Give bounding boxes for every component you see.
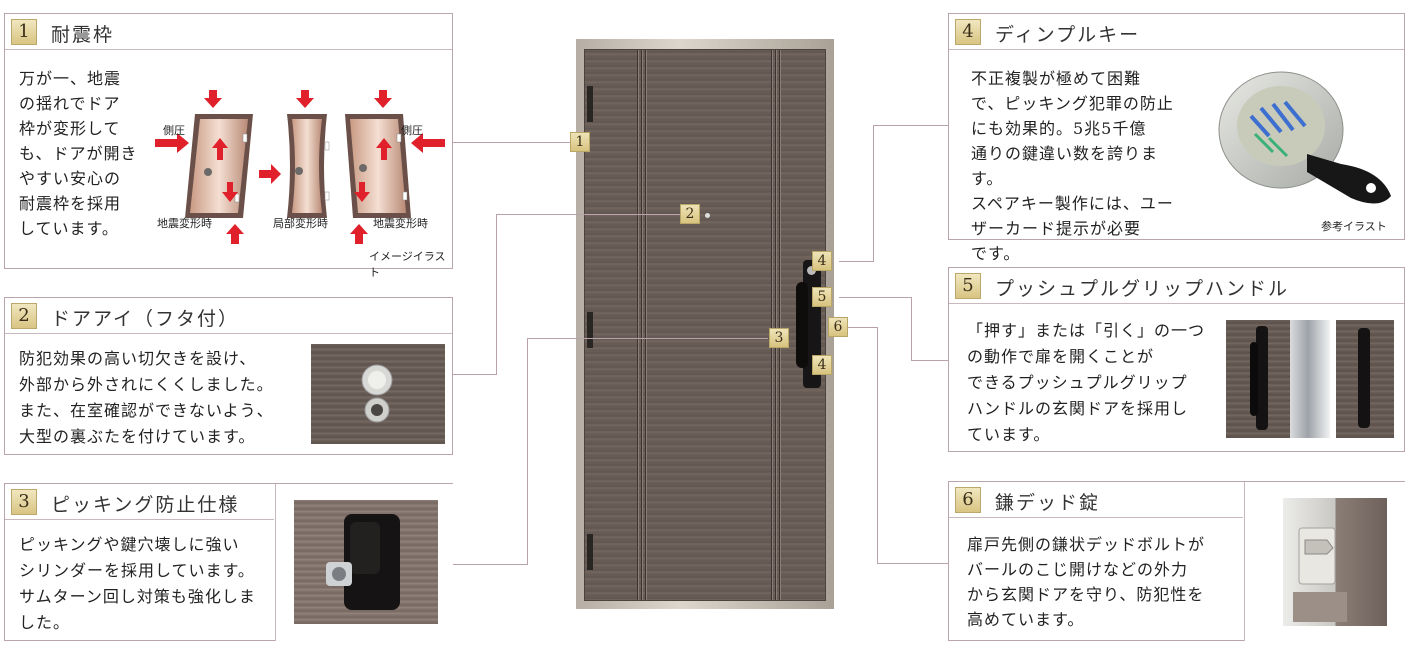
- panel-seismic-frame: 1 耐震枠 万が一、地震 の揺れでドア 枠が変形して も、ドアが開き やすい安心…: [4, 13, 453, 279]
- marker-3: 3: [769, 328, 789, 348]
- marker-2: 2: [680, 204, 700, 224]
- number-badge: 3: [11, 489, 37, 515]
- panel-description: 「押す」または「引く」の一つ の動作で扉を開くことが できるプッシュプルグリップ…: [967, 321, 1206, 444]
- panel-header: 5 プッシュプルグリップハンドル: [949, 268, 1404, 304]
- deadbolt-icon: [1293, 527, 1347, 622]
- panel-description: 不正複製が極めて困難 で、ピッキング犯罪の防止 にも効果的。5兆5千億 通りの鍵…: [971, 69, 1174, 263]
- panel-title: ドアアイ（フタ付）: [51, 308, 240, 330]
- number-badge: 2: [11, 303, 37, 329]
- marker-5: 5: [812, 287, 832, 307]
- marker-1: 1: [570, 132, 590, 152]
- deadbolt-photo: [1244, 482, 1405, 641]
- peephole: [705, 213, 710, 218]
- door-eye-icon: [361, 364, 393, 423]
- seismic-frame-diagram: [155, 90, 445, 244]
- number-badge: 4: [955, 19, 981, 45]
- number-badge: 5: [955, 273, 981, 299]
- label-quake-deform-right: 地震変形時: [373, 217, 428, 230]
- number-badge: 6: [955, 487, 981, 513]
- dimple-key-icon: [1218, 71, 1391, 204]
- door-leaf: [584, 49, 826, 601]
- panel-description: 扉戸先側の鎌状デッドボルトが バールのこじ開けなどの外力 から玄関ドアを守り、防…: [967, 535, 1206, 629]
- panel-header: 2 ドアアイ（フタ付）: [5, 298, 452, 334]
- number-badge: 1: [11, 19, 37, 45]
- label-quake-deform-left: 地震変形時: [157, 217, 212, 230]
- panel-header: 4 ディンプルキー: [949, 14, 1404, 50]
- marker-4-top: 4: [812, 251, 832, 271]
- label-side-pressure-left: 側圧: [163, 124, 185, 137]
- handle-photo-side: [1290, 320, 1330, 438]
- handle-photo-front: [1226, 320, 1290, 438]
- red-arrow-icons: [155, 90, 445, 244]
- hinge-middle: [587, 312, 593, 348]
- keyhole: [807, 266, 816, 275]
- panel-sickle-deadbolt: 6 鎌デッド錠 扉戸先側の鎌状デッドボルトが バールのこじ開けなどの外力 から玄…: [948, 481, 1405, 641]
- frame-quake-left-icon: [185, 114, 253, 218]
- image-caption: 参考イラスト: [1321, 220, 1387, 233]
- label-side-pressure-right: 側圧: [401, 124, 423, 137]
- panel-header: 1 耐震枠: [5, 14, 452, 50]
- panel-title: ピッキング防止仕様: [51, 494, 240, 516]
- handle-photos: [1226, 320, 1394, 438]
- panel-description: 万が一、地震 の揺れでドア 枠が変形して も、ドアが開き やすい安心の 耐震枠を…: [19, 69, 138, 238]
- marker-6: 6: [828, 317, 848, 337]
- panel-header: 3 ピッキング防止仕様: [5, 484, 274, 520]
- panel-description: 防犯効果の高い切欠きを設け、 外部から外されにくくしました。 また、在室確認がで…: [19, 349, 274, 446]
- hinge-bottom: [587, 534, 593, 570]
- handle-grip: [796, 282, 808, 368]
- hinge-top: [587, 86, 593, 122]
- cylinder-lock-icon: [326, 514, 400, 610]
- handle-back-icon: [1358, 328, 1370, 428]
- label-local-deform: 局部変形時: [273, 217, 328, 230]
- frame-local-icon: [287, 114, 330, 218]
- handle-photo-back: [1336, 320, 1394, 438]
- image-caption: イメージイラスト: [369, 250, 446, 279]
- entrance-door: [576, 39, 834, 609]
- panel-title: ディンプルキー: [995, 24, 1141, 46]
- door-eye-photo: [311, 344, 445, 444]
- panel-title: プッシュプルグリップハンドル: [995, 278, 1290, 300]
- handle-icon: [1250, 326, 1268, 430]
- panel-description: ピッキングや鍵穴壊しに強い シリンダーを採用しています。 サムターン回し対策も強…: [19, 535, 256, 632]
- panel-door-eye: 2 ドアアイ（フタ付） 防犯効果の高い切欠きを設け、 外部から外されにくくしまし…: [4, 297, 453, 455]
- panel-anti-picking: 3 ピッキング防止仕様 ピッキングや鍵穴壊しに強い シリンダーを採用しています。…: [4, 483, 453, 641]
- panel-title: 鎌デッド錠: [995, 492, 1101, 514]
- panel-push-pull-handle: 5 プッシュプルグリップハンドル 「押す」または「引く」の一つ の動作で扉を開く…: [948, 267, 1405, 452]
- panel-dimple-key: 4 ディンプルキー 不正複製が極めて困難 で、ピッキング犯罪の防止 にも効果的。…: [948, 13, 1405, 263]
- panel-title: 耐震枠: [51, 24, 115, 46]
- marker-4-bottom: 4: [812, 355, 832, 375]
- panel-header: 6 鎌デッド錠: [949, 482, 1243, 518]
- cylinder-photo: [275, 484, 453, 641]
